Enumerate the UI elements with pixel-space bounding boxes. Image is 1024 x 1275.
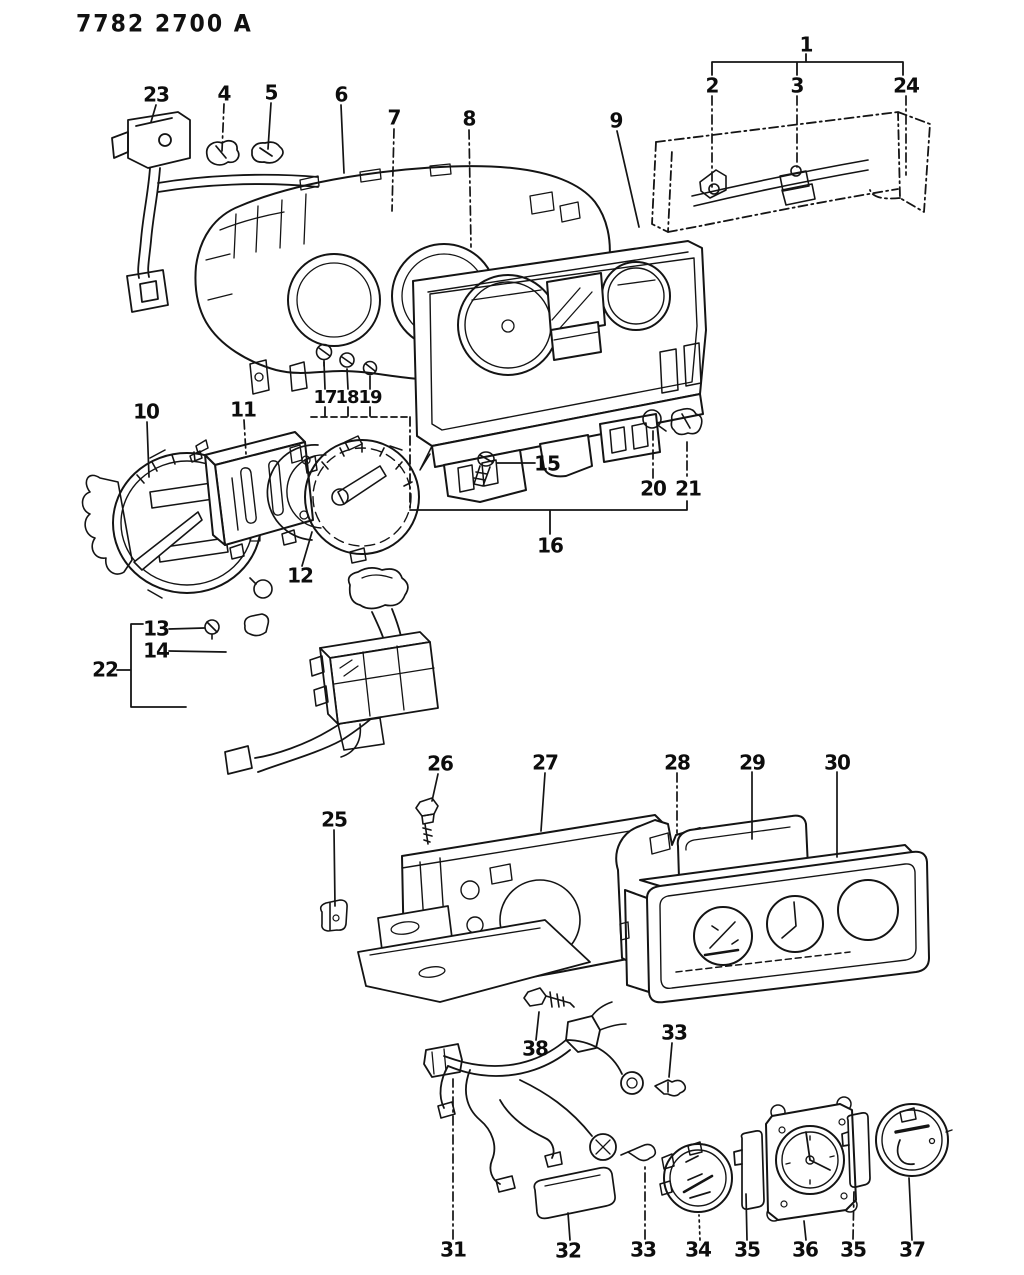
bracket-lines [117, 54, 903, 707]
part-25-clip [321, 900, 347, 931]
part-20-bulb [643, 410, 666, 431]
part-11-gauge-unit [190, 432, 317, 559]
part-30-bezel [620, 845, 929, 1002]
leader-lines-dotted [699, 1215, 700, 1240]
part-23-mount-bracket [112, 112, 318, 312]
part-35-spacer-right [842, 1113, 870, 1187]
part-22-harness-assembly [225, 568, 438, 774]
part-9-bezel [413, 241, 706, 502]
part-21-socket [671, 409, 701, 435]
part-27-gauge-case [358, 815, 665, 1002]
part-18-screw [340, 353, 354, 367]
part-33-bulb-upper [655, 1080, 685, 1096]
part-38-screw [524, 988, 574, 1007]
part-19-screw [364, 362, 377, 375]
part-36-clock [766, 1097, 857, 1221]
part-5-clip [252, 142, 283, 163]
part-4-clip [207, 141, 239, 165]
part-15-screw [474, 452, 494, 486]
part-33-bulb-lower [621, 1144, 655, 1160]
leader-lines-solid [147, 103, 912, 1240]
part-26-screw [416, 798, 438, 844]
part-34-gauge [660, 1142, 732, 1212]
drawing-number: 7782 2700 A [76, 10, 253, 38]
part-hood-mount-rail [692, 160, 868, 206]
part-13-bulb-socket [205, 614, 268, 639]
part-10-speedometer [83, 450, 273, 598]
part-35-spacer-left [734, 1131, 764, 1209]
leader-lines-dashdot [222, 96, 906, 1239]
part-37-gauge [876, 1104, 952, 1176]
part-31-wiring-harness [424, 1002, 643, 1192]
part-cluster-hood-cover [652, 112, 930, 232]
part-12-tachometer [267, 436, 419, 563]
part-32-lens [534, 1168, 615, 1219]
